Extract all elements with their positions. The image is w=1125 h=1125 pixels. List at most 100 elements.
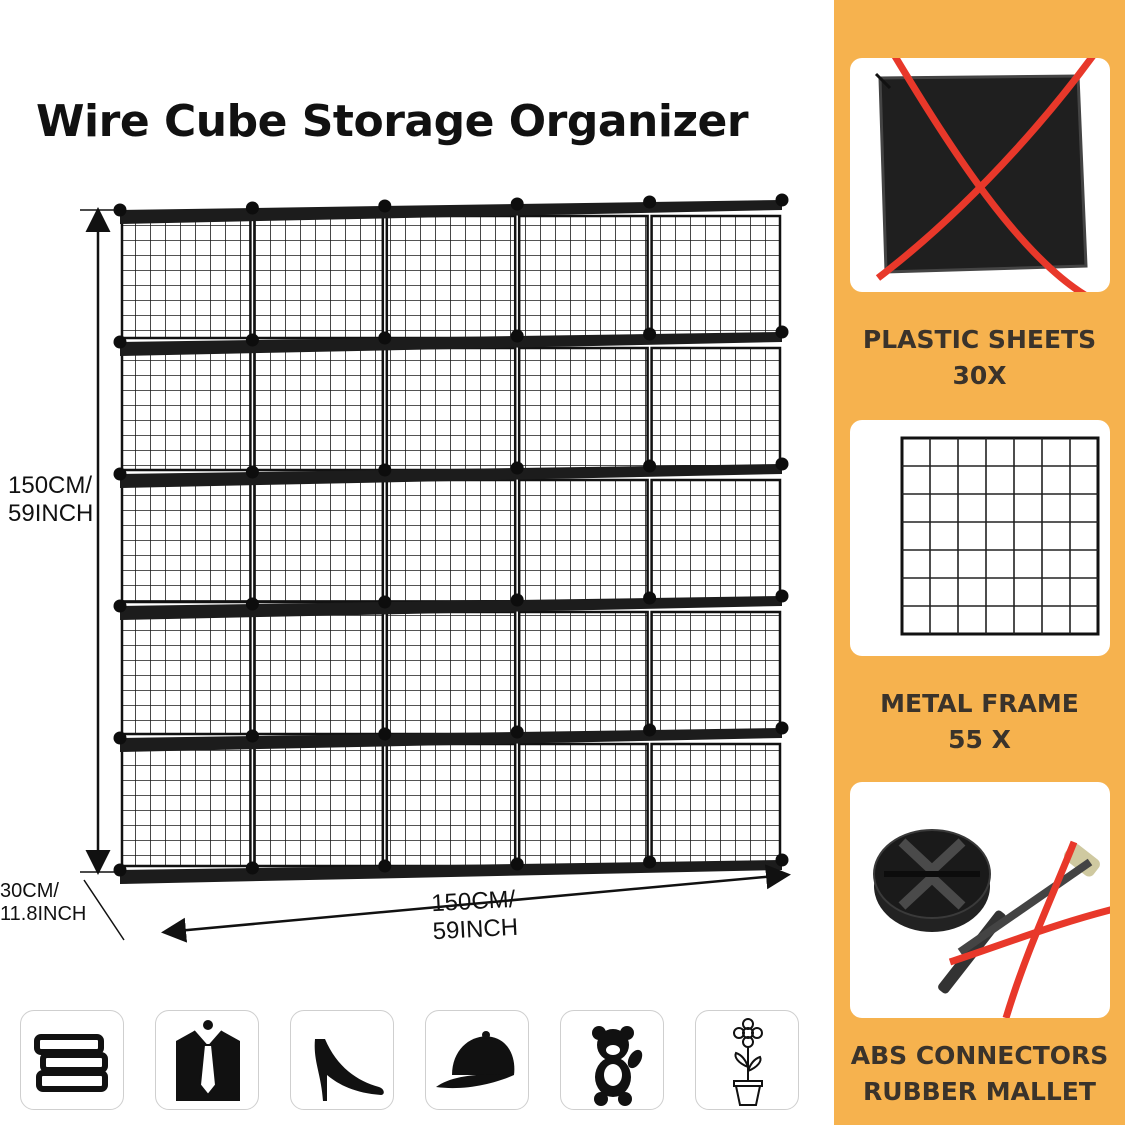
connector-knob bbox=[643, 327, 657, 341]
shelf-panel bbox=[120, 332, 782, 356]
cube-grid bbox=[113, 193, 789, 884]
cube-cell bbox=[120, 478, 252, 604]
cube-cell bbox=[253, 478, 385, 604]
connector-mallet-crossed-icon bbox=[873, 829, 1110, 1018]
included-parts-panel: PLASTIC SHEETS 30X METAL FRAME 55 X ABS … bbox=[834, 0, 1125, 1125]
connector-knob bbox=[113, 863, 127, 877]
connector-knob bbox=[510, 329, 524, 343]
connector-knob bbox=[245, 729, 259, 743]
depth-dimension-line2: 11.8INCH bbox=[0, 903, 87, 925]
teddy-bear-icon bbox=[560, 1010, 664, 1110]
width-dimension-label: 150CM/ 59INCH bbox=[431, 886, 519, 946]
cube-cell bbox=[253, 610, 385, 736]
shelf-panel bbox=[120, 200, 782, 224]
connector-knob bbox=[775, 589, 789, 603]
connector-knob bbox=[245, 597, 259, 611]
connector-knob bbox=[643, 723, 657, 737]
metal-grid-panel-icon bbox=[900, 436, 1100, 636]
plastic-sheets-name: PLASTIC SHEETS bbox=[862, 325, 1097, 354]
height-dimension-line2: 59INCH bbox=[8, 499, 94, 527]
connector-knob bbox=[643, 855, 657, 869]
connector-knob bbox=[378, 331, 392, 345]
metal-frame-label: METAL FRAME 55 X bbox=[834, 686, 1125, 758]
page-title: Wire Cube Storage Organizer bbox=[36, 96, 749, 147]
cube-cell bbox=[385, 346, 517, 472]
connectors-name: ABS CONNECTORS bbox=[850, 1041, 1109, 1070]
width-dimension-arrow bbox=[161, 864, 791, 943]
depth-dimension-line bbox=[83, 879, 125, 941]
wire-cube-organizer-illustration bbox=[80, 193, 791, 943]
cube-cell bbox=[120, 742, 252, 868]
connector-knob bbox=[113, 467, 127, 481]
connector-knob bbox=[378, 463, 392, 477]
cube-cell bbox=[517, 478, 649, 604]
cube-cell bbox=[517, 742, 649, 868]
cube-cell bbox=[385, 214, 517, 340]
cube-cell bbox=[517, 214, 649, 340]
connector-knob bbox=[510, 593, 524, 607]
cube-cell bbox=[385, 742, 517, 868]
shelf-panel bbox=[120, 464, 782, 488]
connector-knob bbox=[643, 195, 657, 209]
connector-knob bbox=[378, 199, 392, 213]
connector-knob bbox=[643, 459, 657, 473]
cube-cell bbox=[650, 214, 782, 340]
books-icon bbox=[20, 1010, 124, 1110]
connector-knob bbox=[113, 599, 127, 613]
depth-dimension-label: 30CM/ 11.8INCH bbox=[0, 880, 86, 926]
cube-cell bbox=[650, 610, 782, 736]
high-heel-icon bbox=[290, 1010, 394, 1110]
cube-cell bbox=[253, 214, 385, 340]
cube-cell bbox=[650, 742, 782, 868]
width-dimension-line2: 59INCH bbox=[432, 913, 519, 945]
cube-cell bbox=[253, 742, 385, 868]
cube-cell bbox=[517, 610, 649, 736]
depth-dimension-line1: 30CM/ bbox=[0, 880, 59, 902]
shirt-tie-icon bbox=[155, 1010, 259, 1110]
metal-frame-quantity: 55 X bbox=[948, 725, 1011, 754]
cube-cell bbox=[385, 478, 517, 604]
connector-knob bbox=[643, 591, 657, 605]
connector-knob bbox=[510, 725, 524, 739]
cube-cell bbox=[650, 346, 782, 472]
connector-knob bbox=[113, 203, 127, 217]
connector-knob bbox=[775, 853, 789, 867]
connector-knob bbox=[775, 325, 789, 339]
mallet-name: RUBBER MALLET bbox=[863, 1077, 1096, 1106]
connectors-label: ABS CONNECTORS RUBBER MALLET bbox=[834, 1038, 1125, 1110]
height-dimension-line1: 150CM/ bbox=[8, 472, 93, 499]
connector-knob bbox=[775, 457, 789, 471]
connector-knob bbox=[510, 197, 524, 211]
connector-knob bbox=[510, 857, 524, 871]
cube-cell bbox=[120, 346, 252, 472]
cube-cell bbox=[517, 346, 649, 472]
connector-knob bbox=[378, 859, 392, 873]
connector-knob bbox=[113, 731, 127, 745]
connector-knob bbox=[245, 201, 259, 215]
width-dimension-line1: 150CM/ bbox=[430, 885, 516, 918]
shelf-panel bbox=[120, 728, 782, 752]
cap-icon bbox=[425, 1010, 529, 1110]
metal-frame-name: METAL FRAME bbox=[880, 689, 1079, 718]
connector-knob bbox=[378, 727, 392, 741]
connector-knob bbox=[378, 595, 392, 609]
cube-cell bbox=[650, 478, 782, 604]
cube-cell bbox=[120, 214, 252, 340]
flower-pot-icon bbox=[695, 1010, 799, 1110]
connector-knob bbox=[245, 333, 259, 347]
cube-cell bbox=[253, 346, 385, 472]
shelf-panel bbox=[120, 596, 782, 620]
cube-cell bbox=[120, 610, 252, 736]
connector-knob bbox=[113, 335, 127, 349]
metal-frame-card bbox=[850, 420, 1110, 656]
height-dimension-label: 150CM/ 59INCH bbox=[8, 472, 93, 527]
connector-knob bbox=[510, 461, 524, 475]
connector-knob bbox=[245, 861, 259, 875]
connectors-card bbox=[850, 782, 1110, 1018]
plastic-sheet-crossed-icon bbox=[874, 58, 1096, 292]
plastic-sheets-quantity: 30X bbox=[952, 361, 1007, 390]
connector-knob bbox=[775, 193, 789, 207]
connector-knob bbox=[775, 721, 789, 735]
plastic-sheets-label: PLASTIC SHEETS 30X bbox=[834, 322, 1125, 394]
cube-cell bbox=[385, 610, 517, 736]
